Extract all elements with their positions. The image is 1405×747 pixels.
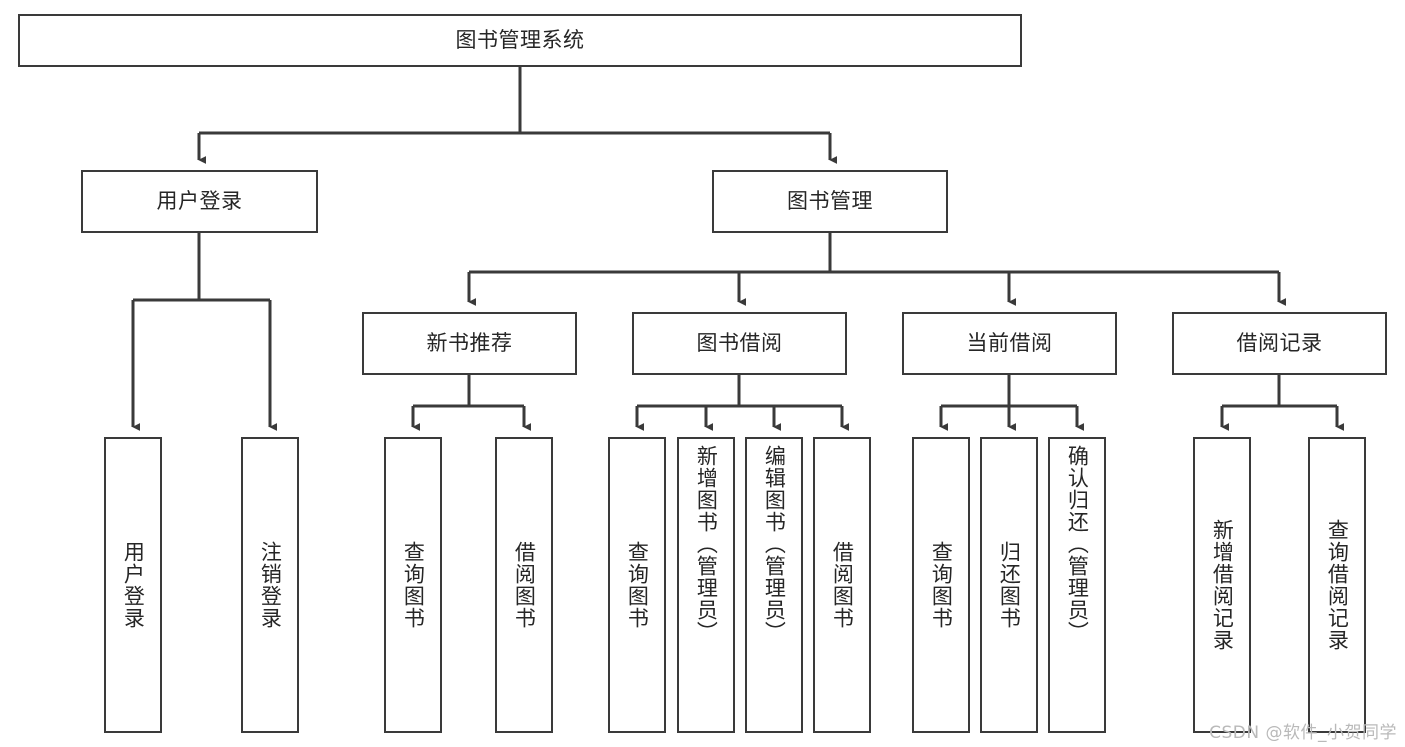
- node-book-management-label: 图书管理: [787, 188, 873, 213]
- node-leaf-confirm-return-label: 确认归还（管理员）: [1065, 445, 1090, 643]
- node-user-login[interactable]: 用户登录: [81, 170, 318, 233]
- node-root[interactable]: 图书管理系统: [18, 14, 1022, 67]
- node-leaf-edit-book[interactable]: 编辑图书（管理员）: [745, 437, 803, 733]
- node-current-borrow-label: 当前借阅: [966, 330, 1053, 355]
- node-leaf-borrow-book-1[interactable]: 借阅图书: [495, 437, 553, 733]
- node-leaf-user-login-label: 用户登录: [121, 541, 146, 629]
- node-book-borrow[interactable]: 图书借阅: [632, 312, 847, 375]
- node-leaf-logout[interactable]: 注销登录: [241, 437, 299, 733]
- node-borrow-record-label: 借阅记录: [1236, 330, 1323, 355]
- node-leaf-query-book-2[interactable]: 查询图书: [608, 437, 666, 733]
- node-leaf-query-record-label: 查询借阅记录: [1325, 519, 1350, 651]
- node-user-login-label: 用户登录: [156, 188, 243, 213]
- node-leaf-return-book-label: 归还图书: [997, 541, 1022, 629]
- node-leaf-query-book-3[interactable]: 查询图书: [912, 437, 970, 733]
- node-leaf-add-book-label: 新增图书（管理员）: [694, 445, 719, 643]
- node-leaf-query-book-3-label: 查询图书: [929, 541, 954, 629]
- node-leaf-add-book[interactable]: 新增图书（管理员）: [677, 437, 735, 733]
- node-book-borrow-label: 图书借阅: [696, 330, 783, 355]
- node-leaf-borrow-book-2[interactable]: 借阅图书: [813, 437, 871, 733]
- node-leaf-return-book[interactable]: 归还图书: [980, 437, 1038, 733]
- node-leaf-add-record[interactable]: 新增借阅记录: [1193, 437, 1251, 733]
- node-leaf-borrow-book-1-label: 借阅图书: [512, 541, 537, 629]
- node-current-borrow[interactable]: 当前借阅: [902, 312, 1117, 375]
- node-borrow-record[interactable]: 借阅记录: [1172, 312, 1387, 375]
- node-new-book-recommend[interactable]: 新书推荐: [362, 312, 577, 375]
- node-leaf-logout-label: 注销登录: [258, 541, 283, 629]
- node-leaf-borrow-book-2-label: 借阅图书: [830, 541, 855, 629]
- node-leaf-add-record-label: 新增借阅记录: [1210, 519, 1235, 651]
- node-book-management[interactable]: 图书管理: [712, 170, 948, 233]
- node-leaf-edit-book-label: 编辑图书（管理员）: [762, 445, 787, 643]
- node-leaf-confirm-return[interactable]: 确认归还（管理员）: [1048, 437, 1106, 733]
- node-leaf-query-book-2-label: 查询图书: [625, 541, 650, 629]
- node-new-book-recommend-label: 新书推荐: [426, 330, 513, 355]
- node-leaf-user-login[interactable]: 用户登录: [104, 437, 162, 733]
- node-leaf-query-book-1-label: 查询图书: [401, 541, 426, 629]
- node-leaf-query-book-1[interactable]: 查询图书: [384, 437, 442, 733]
- node-leaf-query-record[interactable]: 查询借阅记录: [1308, 437, 1366, 733]
- node-root-label: 图书管理系统: [455, 27, 585, 52]
